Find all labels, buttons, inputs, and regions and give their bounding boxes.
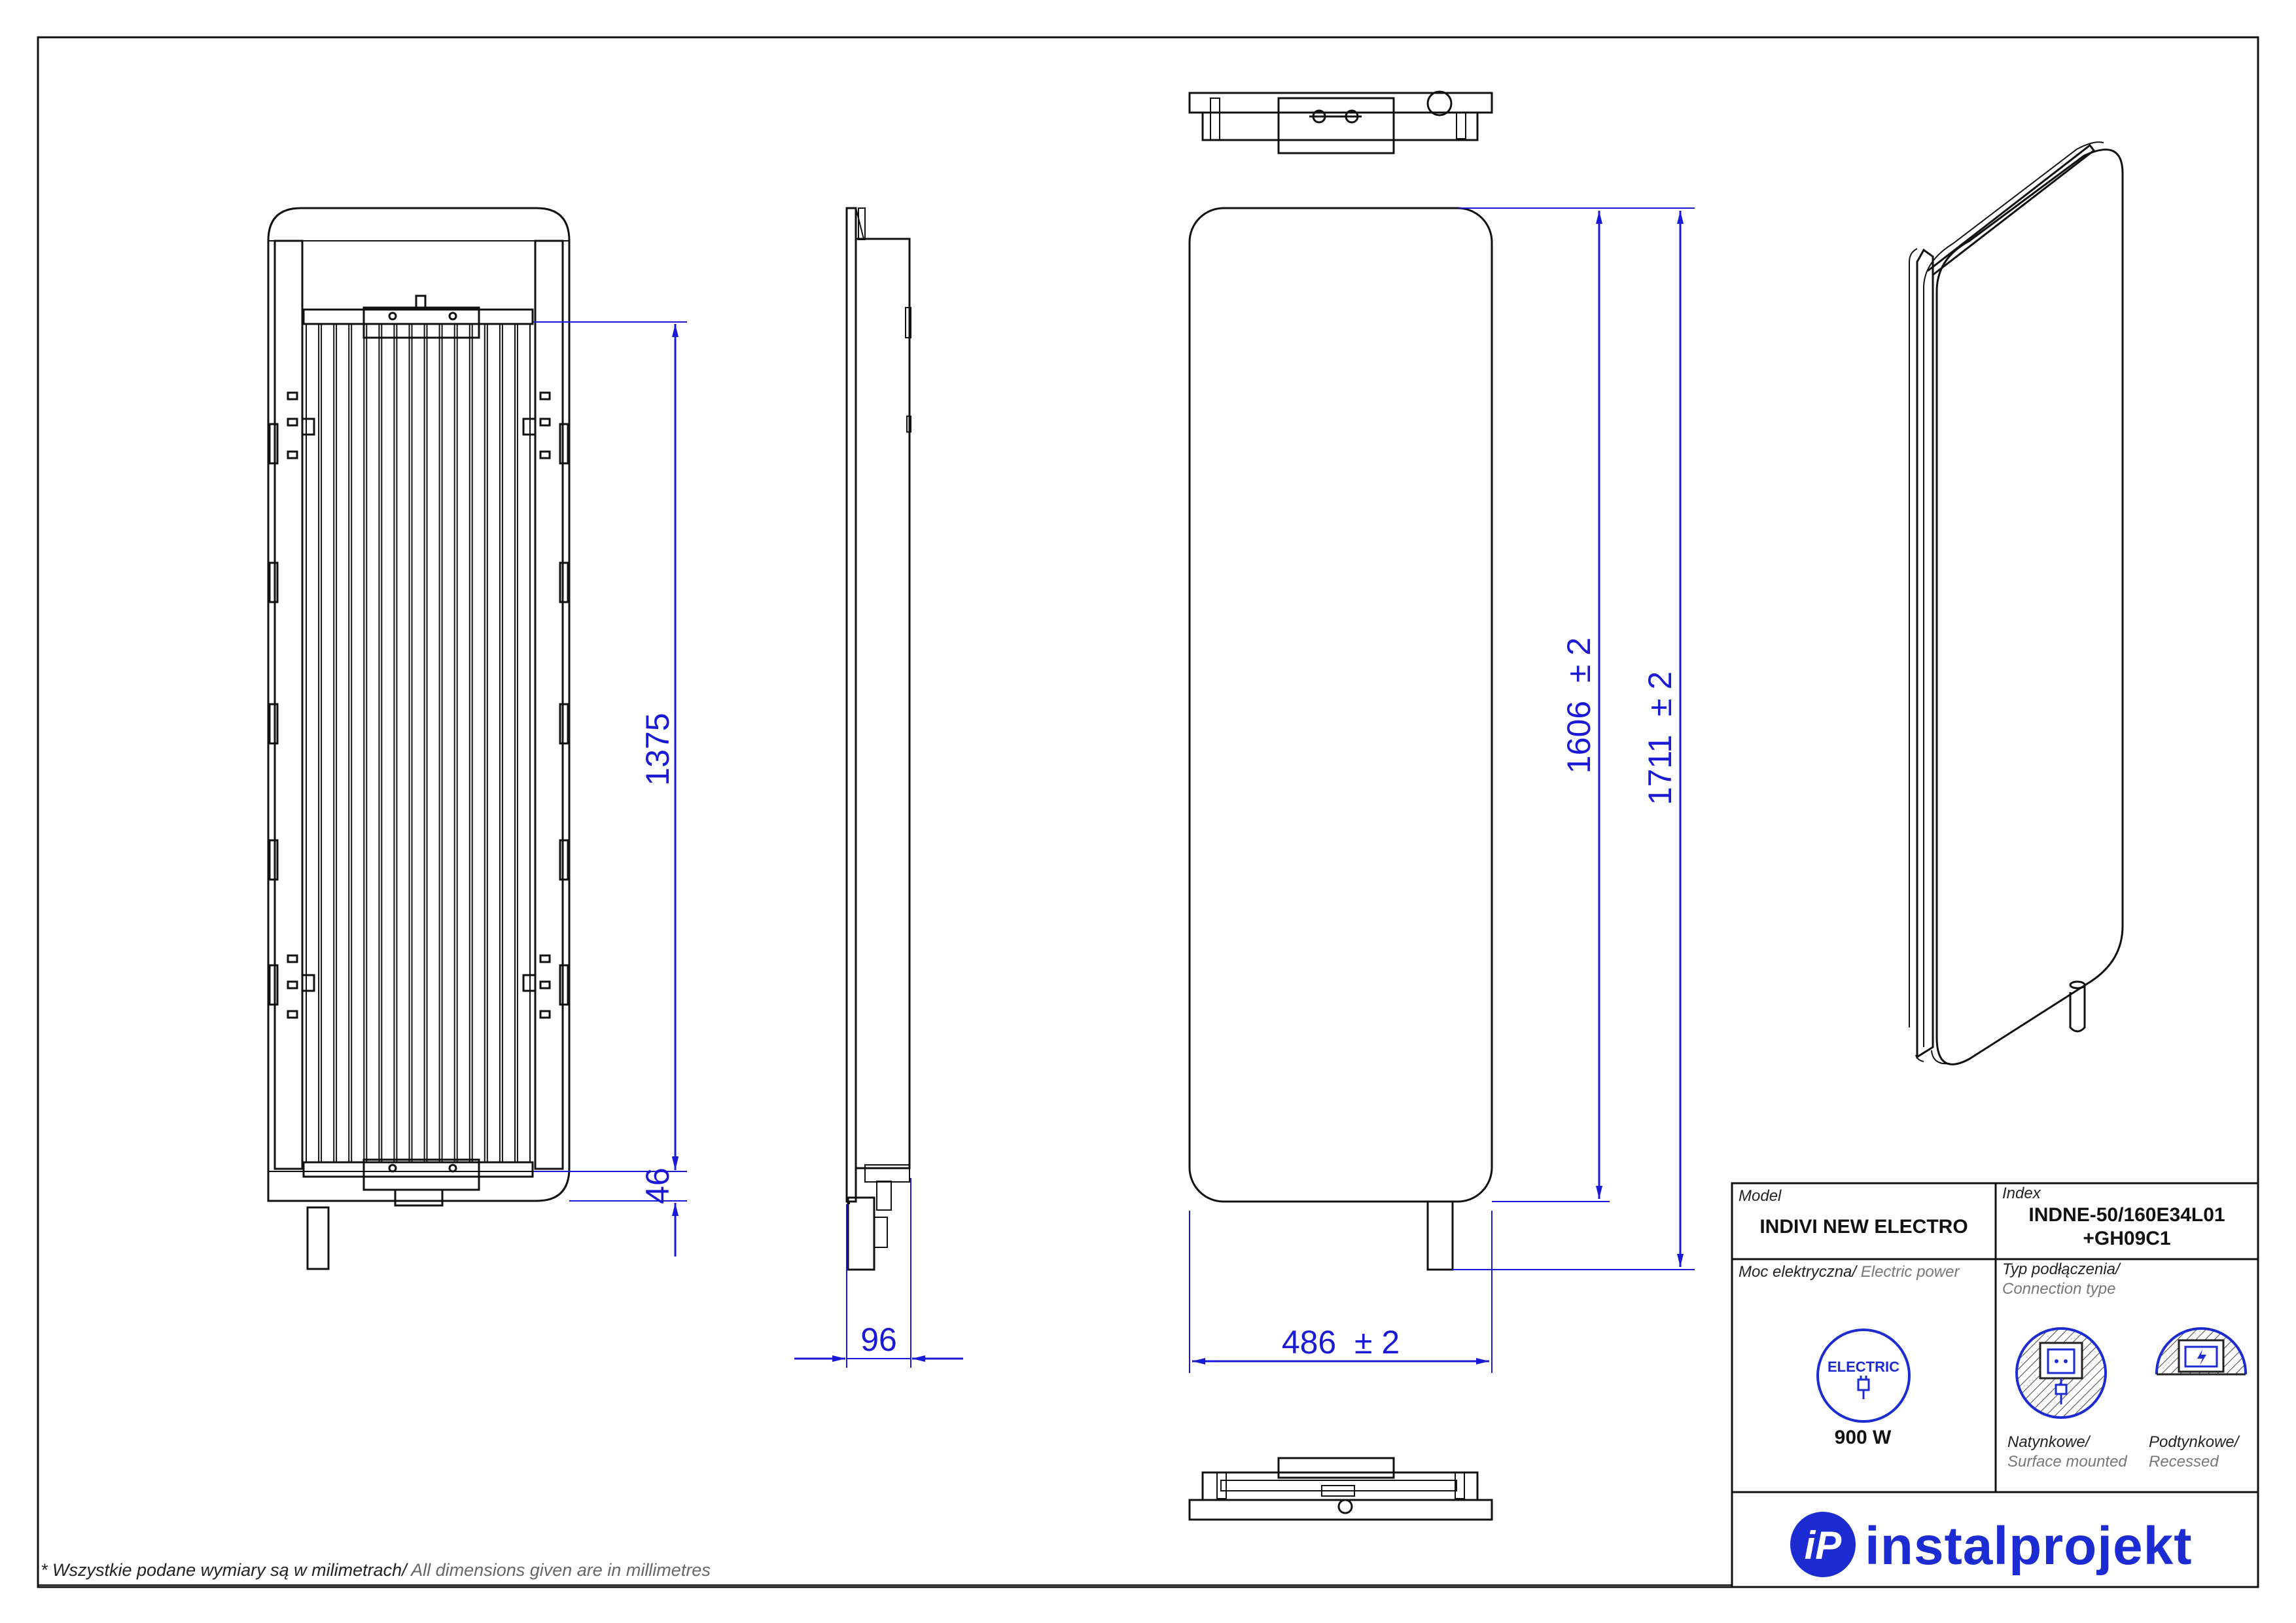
dimension-label-486: 486 ± 2: [1282, 1324, 1400, 1361]
heating-tube: [306, 323, 320, 1163]
model-value: INDIVI NEW ELECTRO: [1759, 1216, 1968, 1238]
electric-power-label-en: Electric power: [1856, 1263, 1960, 1281]
dimension-label-1375: 1375: [639, 713, 676, 785]
dimension-label-1606: 1606 ± 2: [1561, 637, 1597, 774]
heating-tube: [321, 323, 335, 1163]
recessed-caption-en: Recessed: [2149, 1453, 2219, 1471]
heating-tubes: [306, 323, 531, 1163]
heating-tube: [486, 323, 501, 1163]
recessed-caption-pl: Podtynkowe/: [2149, 1433, 2239, 1451]
index-line-2: +GH09C1: [2083, 1228, 2171, 1249]
dimension-width: 486 ± 2: [1189, 1211, 1492, 1373]
dimension-label-96: 96: [860, 1321, 897, 1358]
dimension-heights: 1606 ± 2 1711 ± 2: [1453, 207, 1695, 1270]
heating-tube: [516, 323, 531, 1163]
title-block-frame: [1731, 1182, 2259, 1588]
dimension-depth: 96: [794, 1178, 963, 1368]
bottom-view: [1188, 1457, 1493, 1521]
heating-tube: [501, 323, 516, 1163]
dimension-label-1711: 1711 ± 2: [1642, 671, 1678, 805]
heating-tube: [381, 323, 395, 1163]
electric-plug-icon: ELECTRIC: [1816, 1329, 1911, 1423]
recessed-icon: [2155, 1327, 2247, 1420]
heating-tube: [411, 323, 425, 1163]
connection-type-label-en: Connection type: [2002, 1280, 2116, 1298]
front-view: [1188, 207, 1493, 1271]
heating-tube: [336, 323, 350, 1163]
dimension-tube-length: 1375 46: [533, 321, 687, 1257]
isometric-view: [1909, 141, 2124, 1065]
heating-tube: [441, 323, 455, 1163]
top-view: [1188, 90, 1493, 154]
model-label: Model: [1739, 1187, 1782, 1205]
heating-tube: [366, 323, 380, 1163]
surface-mounted-caption-en: Surface mounted: [2007, 1453, 2127, 1471]
index-label: Index: [2002, 1185, 2041, 1202]
back-view: [267, 207, 571, 1270]
page-frame: [37, 36, 2259, 1588]
heating-tube: [456, 323, 470, 1163]
heating-tube: [351, 323, 365, 1163]
dimensions-footnote: * Wszystkie podane wymiary są w milimetr…: [41, 1560, 711, 1580]
side-view: [845, 207, 911, 1271]
electric-power-label-pl: Moc elektryczna/: [1739, 1263, 1857, 1281]
connection-type-label-pl: Typ podłączenia/: [2002, 1260, 2120, 1278]
electric-icon-text: ELECTRIC: [1828, 1359, 1899, 1375]
electric-power-label: Moc elektryczna/ Electric power: [1739, 1263, 1959, 1281]
brand-name: instalprojekt: [1865, 1516, 2193, 1576]
heating-tube: [471, 323, 486, 1163]
instalprojekt-logo-icon: iP: [1790, 1512, 1856, 1577]
footnote-en: All dimensions given are in millimetres: [406, 1560, 711, 1580]
dimension-label-46: 46: [639, 1168, 676, 1204]
surface-mounted-caption-pl: Natynkowe/: [2007, 1433, 2090, 1451]
surface-mounted-icon: [2015, 1327, 2107, 1419]
heating-tube: [426, 323, 440, 1163]
index-line-1: INDNE-50/160E34L01: [2028, 1204, 2225, 1226]
electric-power-value: 900 W: [1834, 1427, 1892, 1448]
footnote-pl: * Wszystkie podane wymiary są w milimetr…: [41, 1560, 407, 1580]
heating-tube: [396, 323, 410, 1163]
logo-initials: iP: [1805, 1524, 1843, 1567]
